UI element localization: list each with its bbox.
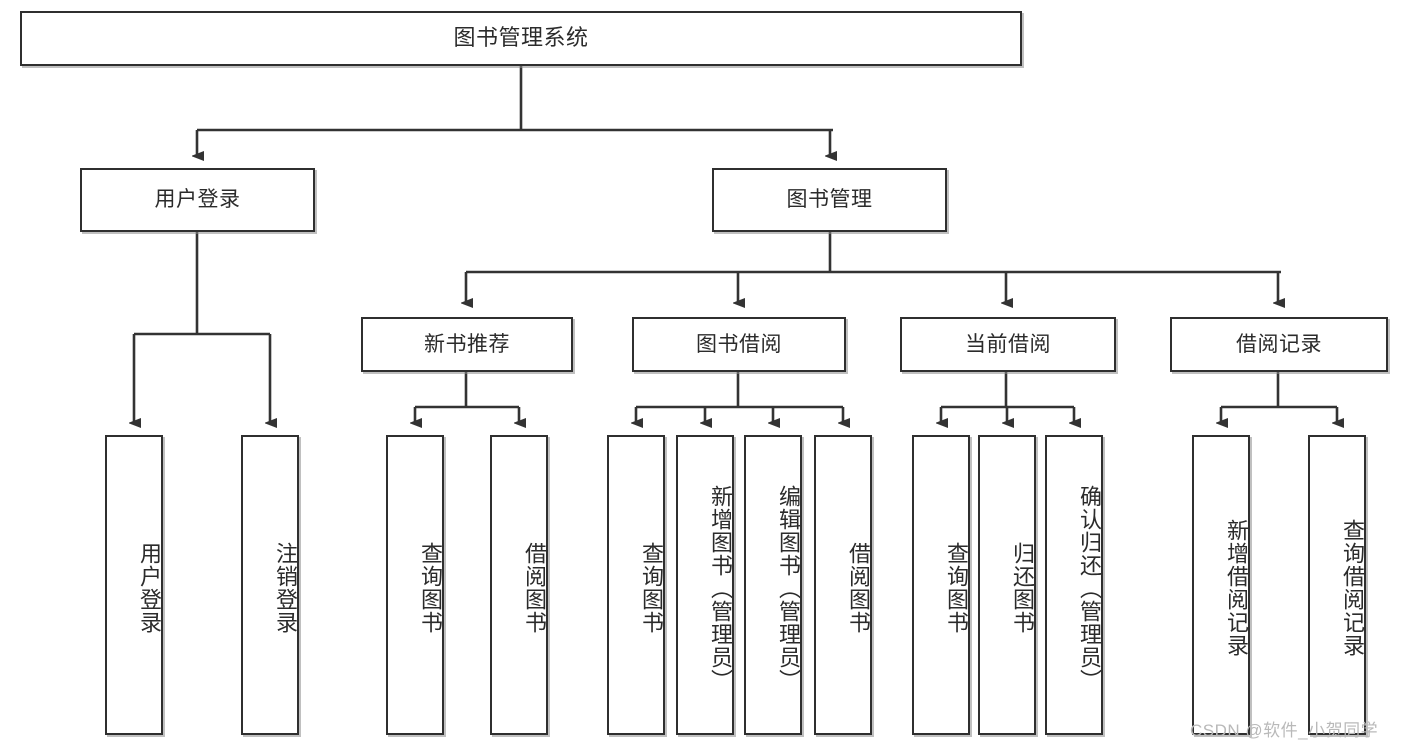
node-current-borrow[interactable]: 当前借阅 bbox=[900, 317, 1116, 372]
csdn-watermark: CSDN @软件_小贺同学 bbox=[1190, 721, 1379, 740]
leaf-borrow-book[interactable]: 借阅图书 bbox=[814, 435, 872, 735]
leaf-borrow-book-recommend[interactable]: 借阅图书 bbox=[490, 435, 548, 735]
leaf-edit-book-admin[interactable]: 编辑图书（管理员） bbox=[744, 435, 802, 735]
leaf-user-login[interactable]: 用户登录 bbox=[105, 435, 163, 735]
leaf-query-book-recommend[interactable]: 查询图书 bbox=[386, 435, 444, 735]
node-root-book-management-system[interactable]: 图书管理系统 bbox=[20, 11, 1022, 66]
leaf-query-borrow-record[interactable]: 查询借阅记录 bbox=[1308, 435, 1366, 735]
leaf-confirm-return-admin[interactable]: 确认归还（管理员） bbox=[1045, 435, 1103, 735]
node-user-login[interactable]: 用户登录 bbox=[80, 168, 315, 232]
leaf-add-book-admin[interactable]: 新增图书（管理员） bbox=[676, 435, 734, 735]
node-borrow-record[interactable]: 借阅记录 bbox=[1170, 317, 1388, 372]
node-new-book-recommend[interactable]: 新书推荐 bbox=[361, 317, 573, 372]
leaf-add-borrow-record[interactable]: 新增借阅记录 bbox=[1192, 435, 1250, 735]
leaf-query-book-borrow[interactable]: 查询图书 bbox=[607, 435, 665, 735]
node-book-borrow[interactable]: 图书借阅 bbox=[632, 317, 846, 372]
node-book-management[interactable]: 图书管理 bbox=[712, 168, 947, 232]
leaf-logout[interactable]: 注销登录 bbox=[241, 435, 299, 735]
leaf-return-book[interactable]: 归还图书 bbox=[978, 435, 1036, 735]
leaf-query-book-current[interactable]: 查询图书 bbox=[912, 435, 970, 735]
